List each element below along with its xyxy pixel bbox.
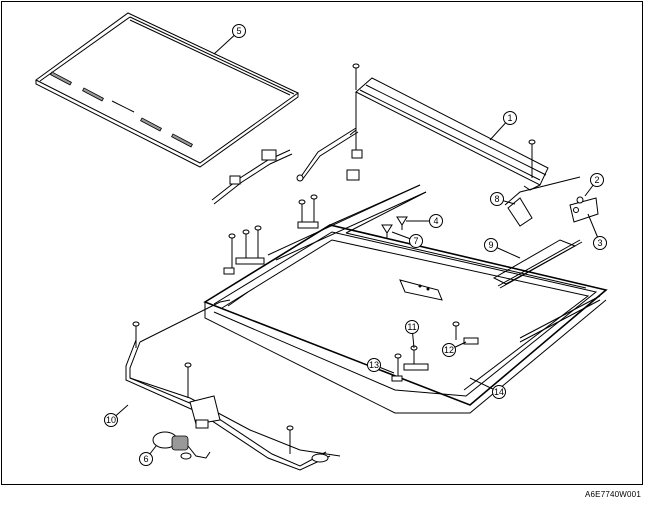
callout-2: 2 (584, 173, 604, 197)
callout-number-5: 5 (236, 26, 241, 36)
callout-8: 8 (490, 192, 516, 206)
callout-5: 5 (213, 24, 246, 55)
callout-number-9: 9 (488, 240, 493, 250)
bottom-rail-brackets (391, 321, 479, 382)
right-bracket-assembly (492, 139, 599, 289)
callout-circle-14 (492, 385, 506, 399)
screw-top (352, 63, 360, 90)
callout-number-12: 12 (444, 345, 454, 355)
callout-circle-8 (490, 192, 504, 206)
callout-circle-6 (139, 452, 153, 466)
callout-number-2: 2 (594, 175, 599, 185)
left-link-assembly (211, 127, 363, 205)
drive-cable (125, 299, 341, 471)
callout-12: 12 (442, 341, 467, 357)
callout-circle-11 (405, 320, 419, 334)
callout-circle-1 (503, 111, 517, 125)
callout-circle-10 (104, 413, 118, 427)
callout-number-3: 3 (597, 238, 602, 248)
callout-1: 1 (489, 111, 517, 141)
callout-number-14: 14 (494, 387, 504, 397)
callout-number-1: 1 (507, 113, 512, 123)
callout-number-4: 4 (433, 216, 438, 226)
callout-circle-9 (484, 238, 498, 252)
callout-number-8: 8 (494, 194, 499, 204)
callout-11: 11 (405, 320, 419, 349)
callout-6: 6 (139, 445, 157, 466)
callout-circle-7 (409, 234, 423, 248)
callout-circle-12 (442, 343, 456, 357)
callout-number-13: 13 (369, 360, 379, 370)
callout-circle-2 (590, 173, 604, 187)
motor (152, 431, 211, 460)
sunroof-frame (203, 184, 608, 414)
figure-code: A6E7740W001 (584, 490, 641, 499)
callout-number-7: 7 (413, 236, 418, 246)
callout-14: 14 (469, 377, 506, 399)
callout-7: 7 (391, 231, 423, 248)
callout-circle-3 (593, 236, 607, 250)
callout-13: 13 (367, 358, 395, 374)
callout-circle-13 (367, 358, 381, 372)
callout-number-10: 10 (106, 415, 116, 425)
sunshade-panel (35, 12, 299, 168)
diagram-frame (1, 1, 643, 485)
callout-circle-4 (429, 214, 443, 228)
callout-4: 4 (406, 214, 443, 228)
front-guide-bar (349, 77, 549, 191)
callout-3: 3 (587, 213, 607, 250)
callout-number-11: 11 (407, 322, 416, 332)
callout-9: 9 (484, 238, 521, 259)
callout-circle-5 (232, 24, 246, 38)
screw-and-clip (381, 216, 408, 238)
callout-10: 10 (104, 404, 129, 427)
left-rail-brackets (223, 194, 319, 275)
callout-number-6: 6 (143, 454, 148, 464)
